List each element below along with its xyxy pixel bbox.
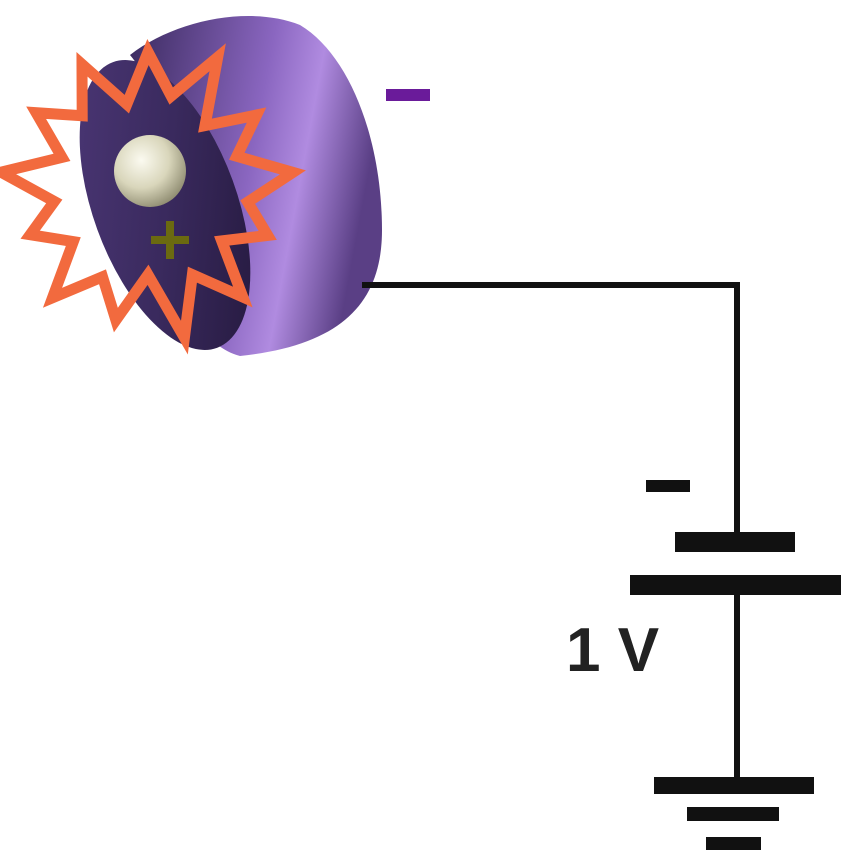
ion-plus-sign xyxy=(151,221,189,259)
ion-sphere-icon xyxy=(114,135,186,207)
wire xyxy=(362,282,740,780)
battery-positive-plate xyxy=(630,575,841,595)
voltage-label: 1 V xyxy=(566,616,659,685)
electrode-minus-sign xyxy=(386,89,430,101)
battery-negative-plate xyxy=(675,532,795,552)
battery-minus-sign xyxy=(646,480,690,492)
ground-icon xyxy=(654,777,814,850)
battery-icon xyxy=(630,532,841,595)
starburst-icon xyxy=(0,38,306,355)
